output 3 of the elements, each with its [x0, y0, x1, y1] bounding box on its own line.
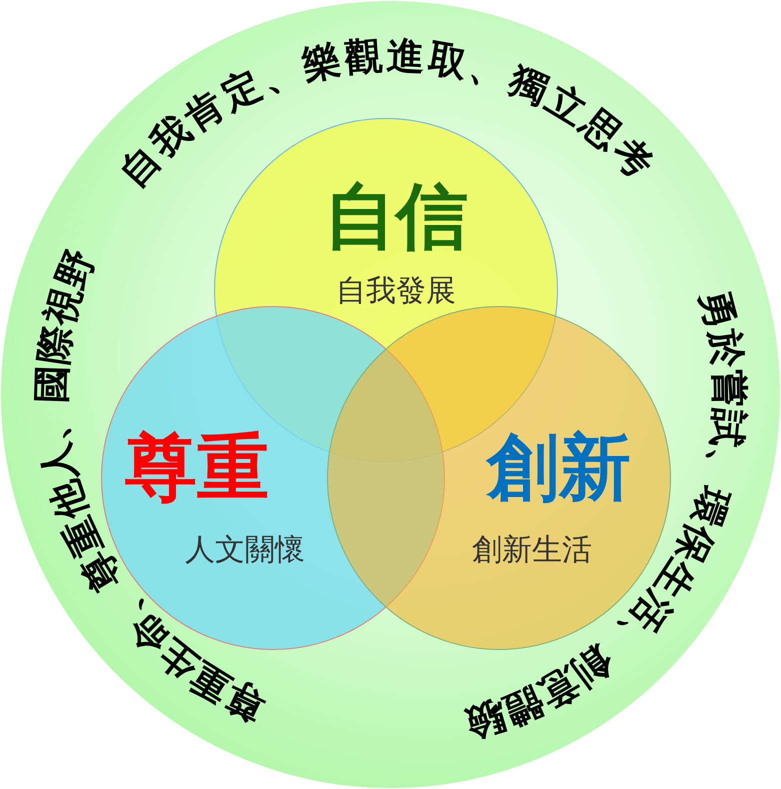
circle-subtitle: 自我發展 [336, 274, 456, 308]
circle-subtitle: 人文關懷 [185, 534, 305, 566]
circle-subtitle: 創新生活 [472, 534, 592, 566]
